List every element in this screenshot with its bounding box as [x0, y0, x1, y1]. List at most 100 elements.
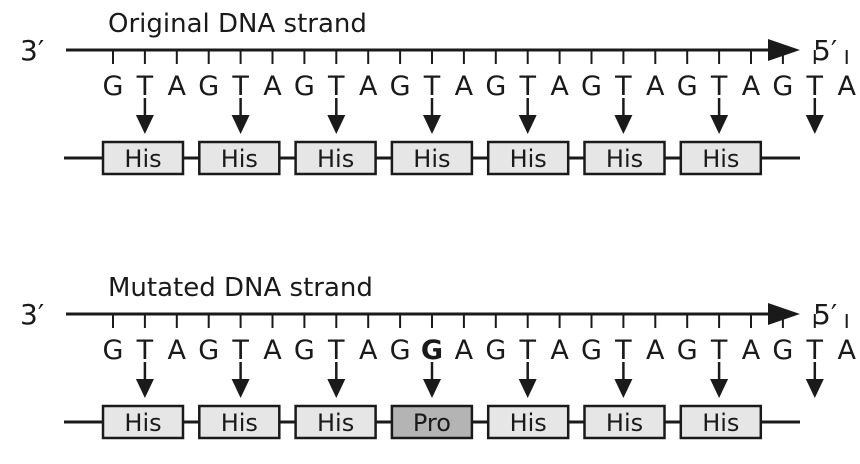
base-letter: T [710, 335, 728, 366]
codon-arrow-head [805, 115, 824, 134]
strand-title: Original DNA strand [108, 9, 367, 39]
amino-acid-box-mutated [390, 404, 474, 440]
base-letter: A [742, 71, 761, 102]
codon-arrow-head [231, 115, 250, 134]
codon-arrow-head [614, 115, 633, 134]
amino-acid-box [198, 404, 281, 440]
amino-acid-label: His [124, 145, 161, 173]
amino-acid-box [486, 140, 570, 176]
strand-end-3prime: 3′ [20, 298, 44, 331]
amino-acid-label: His [702, 409, 739, 437]
mutated-base: G [421, 335, 443, 366]
codon-arrow-head [805, 379, 824, 398]
base-letter: G [103, 71, 124, 102]
base-letter: T [518, 71, 536, 102]
base-letter: G [581, 71, 602, 102]
base-letter: G [103, 335, 124, 366]
codon-arrow-head [710, 379, 729, 398]
base-letter: A [168, 335, 187, 366]
strand-end-5prime: 5′ [813, 298, 837, 331]
amino-acid-box [486, 404, 570, 440]
strand-title: Mutated DNA strand [108, 273, 373, 303]
base-letter: G [198, 335, 219, 366]
base-letter: T [614, 335, 632, 366]
strand-end-5prime: 5′ [813, 34, 837, 67]
amino-acid-box [583, 404, 666, 440]
base-letter: A [837, 335, 856, 366]
base-letter: T [614, 71, 632, 102]
base-letter: T [327, 71, 345, 102]
base-letter: A [550, 71, 569, 102]
base-letter: A [646, 71, 665, 102]
codon-arrow-head [423, 379, 441, 398]
amino-acid-label: His [317, 409, 354, 437]
base-letter: G [581, 335, 602, 366]
base-letter: G [198, 71, 219, 102]
amino-acid-box [101, 140, 185, 176]
strand-arrowhead [768, 39, 800, 61]
amino-acid-box [679, 140, 763, 176]
codon-arrow-head [231, 379, 250, 398]
strand-arrowhead [768, 303, 800, 325]
codon-arrow-head [518, 115, 537, 134]
base-letter: G [677, 71, 698, 102]
base-letter: G [772, 71, 793, 102]
strand-end-3prime: 3′ [20, 34, 44, 67]
codon-arrow-head [710, 115, 729, 134]
codon-arrow-head [423, 115, 441, 134]
base-letter: A [359, 335, 378, 366]
base-letter: T [806, 335, 824, 366]
amino-acid-label: His [510, 409, 547, 437]
amino-acid-box [294, 140, 377, 176]
base-letter: T [231, 335, 249, 366]
base-letter: G [390, 335, 411, 366]
base-letter: T [136, 71, 154, 102]
codon-arrow-head [135, 115, 154, 134]
amino-acid-box [679, 404, 763, 440]
amino-acid-label: His [702, 145, 739, 173]
amino-acid-label: His [510, 145, 547, 173]
base-letter: G [294, 335, 315, 366]
codon-arrow-head [518, 379, 537, 398]
amino-acid-label: His [317, 145, 354, 173]
amino-acid-box [294, 404, 377, 440]
base-letter: A [742, 335, 761, 366]
base-letter: T [423, 71, 441, 102]
base-letter: G [390, 71, 411, 102]
base-letter: T [231, 71, 249, 102]
base-letter: A [168, 71, 187, 102]
base-letter: A [263, 335, 282, 366]
codon-arrow-head [327, 379, 346, 398]
amino-acid-label: Pro [413, 409, 451, 437]
amino-acid-label: His [221, 145, 258, 173]
base-letter: T [710, 71, 728, 102]
base-letter: G [677, 335, 698, 366]
base-letter: A [550, 335, 569, 366]
codon-arrow-head [614, 379, 633, 398]
amino-acid-label: His [606, 145, 643, 173]
base-letter: G [485, 71, 506, 102]
base-letter: G [772, 335, 793, 366]
amino-acid-label: His [124, 409, 161, 437]
base-letter: A [646, 335, 665, 366]
amino-acid-box [390, 140, 474, 176]
base-letter: G [485, 335, 506, 366]
base-letter: A [263, 71, 282, 102]
base-letter: T [136, 335, 154, 366]
base-letter: A [455, 335, 474, 366]
base-letter: A [455, 71, 474, 102]
base-letter: A [837, 71, 856, 102]
base-letter: T [806, 71, 824, 102]
base-letter: T [518, 335, 536, 366]
base-letter: T [327, 335, 345, 366]
amino-acid-label: His [606, 409, 643, 437]
amino-acid-label: His [221, 409, 258, 437]
base-letter: A [359, 71, 378, 102]
codon-arrow-head [135, 379, 154, 398]
amino-acid-box [198, 140, 281, 176]
amino-acid-box [101, 404, 185, 440]
